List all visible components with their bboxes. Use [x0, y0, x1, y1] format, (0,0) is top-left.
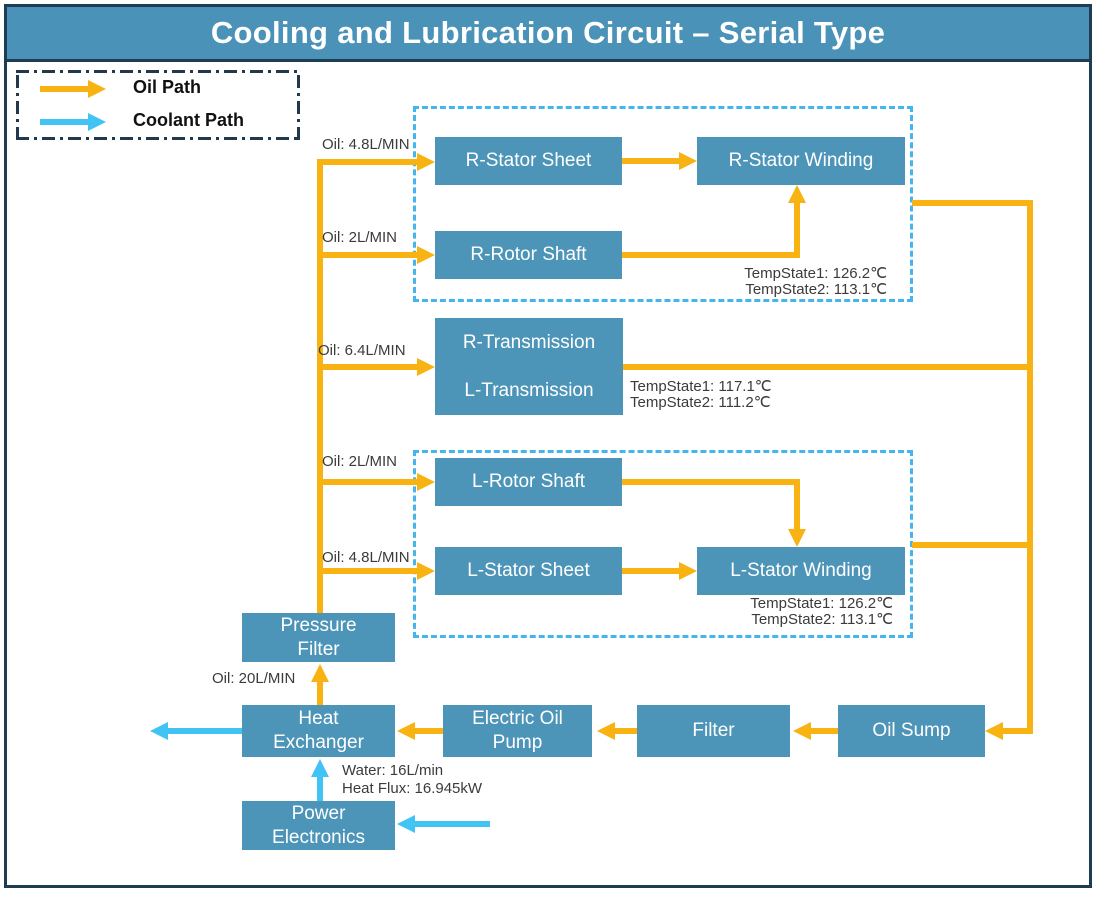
node-transmission-label-bottom: L-Transmission — [464, 379, 594, 401]
legend-coolant-arrow-icon — [88, 113, 106, 131]
node-l-stator-winding: L-Stator Winding — [697, 547, 905, 595]
oil-line-pump-to-exchanger — [415, 728, 443, 734]
enclosure-l-motor — [413, 450, 913, 638]
temps-transmission: TempState1: 117.1℃ TempState2: 111.2℃ — [630, 379, 772, 411]
oil-line-l-rotor-out-h — [622, 479, 800, 485]
coolant-line-into-power-electronics — [415, 821, 490, 827]
node-pressure-filter: Pressure Filter — [242, 613, 395, 662]
temps-r-motor-state2: TempState2: 113.1℃ — [745, 281, 887, 298]
flow-label-r-stator-sheet: Oil: 4.8L/MIN — [322, 136, 410, 153]
node-l-stator-sheet: L-Stator Sheet — [435, 547, 622, 595]
legend-oil-label: Oil Path — [133, 77, 202, 97]
oil-arrowhead-to-l-stator-sheet — [417, 562, 435, 580]
oil-line-collector-vertical — [1027, 200, 1033, 734]
legend: Oil Path Coolant Path — [16, 70, 300, 140]
node-r-stator-winding: R-Stator Winding — [697, 137, 905, 185]
flow-label-transmission: Oil: 6.4L/MIN — [318, 342, 406, 359]
oil-line-l-motor-return — [912, 542, 1033, 548]
oil-line-to-r-stator-sheet — [317, 159, 417, 165]
oil-line-r-rotor-out-h — [622, 252, 800, 258]
oil-line-to-l-rotor-shaft — [317, 479, 417, 485]
temps-transmission-state1: TempState1: 117.1℃ — [630, 378, 772, 395]
flow-label-heat-flux: Heat Flux: 16.945kW — [342, 780, 483, 797]
oil-arrowhead-into-r-winding — [788, 185, 806, 203]
oil-line-sump-to-filter — [811, 728, 838, 734]
flow-label-l-rotor-shaft: Oil: 2L/MIN — [322, 453, 398, 470]
oil-line-to-r-rotor-shaft — [317, 252, 417, 258]
node-filter: Filter — [637, 705, 790, 757]
oil-line-supply-vertical — [317, 159, 323, 613]
oil-arrowhead-sump-to-filter — [793, 722, 811, 740]
page-title: Cooling and Lubrication Circuit – Serial… — [210, 15, 886, 50]
oil-line-l-rotor-out-v — [794, 482, 800, 529]
node-transmission: R-Transmission L-Transmission — [435, 318, 623, 415]
legend-coolant-arrow-line — [40, 119, 88, 125]
oil-arrowhead-pump-to-exchanger — [397, 722, 415, 740]
oil-line-l-sheet-to-winding — [622, 568, 679, 574]
legend-oil-arrow-line — [40, 86, 88, 92]
legend-border-right — [297, 70, 300, 140]
oil-arrowhead-to-r-stator-sheet — [417, 153, 435, 171]
flow-label-water: Water: 16L/min — [342, 762, 444, 779]
node-transmission-label-top: R-Transmission — [462, 331, 596, 353]
temps-l-motor-state2: TempState2: 113.1℃ — [751, 611, 893, 628]
node-power-electronics: Power Electronics — [242, 801, 395, 850]
node-heat-exchanger: Heat Exchanger — [242, 705, 395, 757]
oil-arrowhead-into-l-winding — [788, 529, 806, 547]
oil-line-r-rotor-out-v — [794, 203, 800, 255]
node-r-rotor-shaft: R-Rotor Shaft — [435, 231, 622, 279]
node-electric-oil-pump: Electric Oil Pump — [443, 705, 592, 757]
oil-line-transmission-return — [623, 364, 1033, 370]
temps-r-motor: TempState1: 126.2℃ TempState2: 113.1℃ — [697, 266, 887, 298]
temps-r-motor-state1: TempState1: 126.2℃ — [744, 265, 887, 282]
enclosure-r-motor — [413, 106, 913, 302]
temps-l-motor: TempState1: 126.2℃ TempState2: 113.1℃ — [701, 596, 893, 628]
oil-line-to-transmission — [317, 364, 417, 370]
title-bar: Cooling and Lubrication Circuit – Serial… — [4, 4, 1092, 62]
oil-line-to-l-stator-sheet — [317, 568, 417, 574]
oil-arrowhead-into-oil-sump — [985, 722, 1003, 740]
coolant-line-exchanger-out — [168, 728, 242, 734]
temps-l-motor-state1: TempState1: 126.2℃ — [750, 595, 893, 612]
flow-label-l-stator-sheet: Oil: 4.8L/MIN — [322, 549, 410, 566]
oil-arrowhead-to-l-rotor-shaft — [417, 473, 435, 491]
coolant-arrowhead-exchanger-out — [150, 722, 168, 740]
oil-line-exchanger-to-pressure-filter — [317, 682, 323, 705]
coolant-arrowhead-into-power-electronics — [397, 815, 415, 833]
oil-arrowhead-filter-to-pump — [597, 722, 615, 740]
temps-transmission-state2: TempState2: 111.2℃ — [630, 394, 771, 411]
node-oil-sump: Oil Sump — [838, 705, 985, 757]
coolant-arrowhead-into-exchanger — [311, 759, 329, 777]
legend-coolant-label: Coolant Path — [133, 110, 244, 130]
oil-arrowhead-r-sheet-to-winding — [679, 152, 697, 170]
legend-oil-arrow-icon — [88, 80, 106, 98]
legend-border-left — [16, 70, 19, 140]
legend-border-bottom — [16, 137, 300, 140]
oil-line-r-motor-return — [912, 200, 1033, 206]
node-r-stator-sheet: R-Stator Sheet — [435, 137, 622, 185]
coolant-line-pe-to-exchanger — [317, 777, 323, 801]
oil-arrowhead-into-pressure-filter — [311, 664, 329, 682]
legend-border-top — [16, 70, 300, 73]
oil-arrowhead-to-transmission — [417, 358, 435, 376]
node-l-rotor-shaft: L-Rotor Shaft — [435, 458, 622, 506]
flow-label-pump-oil: Oil: 20L/MIN — [212, 670, 296, 687]
oil-line-r-sheet-to-winding — [622, 158, 679, 164]
oil-line-collector-to-sump — [1003, 728, 1033, 734]
oil-line-filter-to-pump — [615, 728, 637, 734]
oil-arrowhead-l-sheet-to-winding — [679, 562, 697, 580]
flow-label-r-rotor-shaft: Oil: 2L/MIN — [322, 229, 398, 246]
oil-arrowhead-to-r-rotor-shaft — [417, 246, 435, 264]
